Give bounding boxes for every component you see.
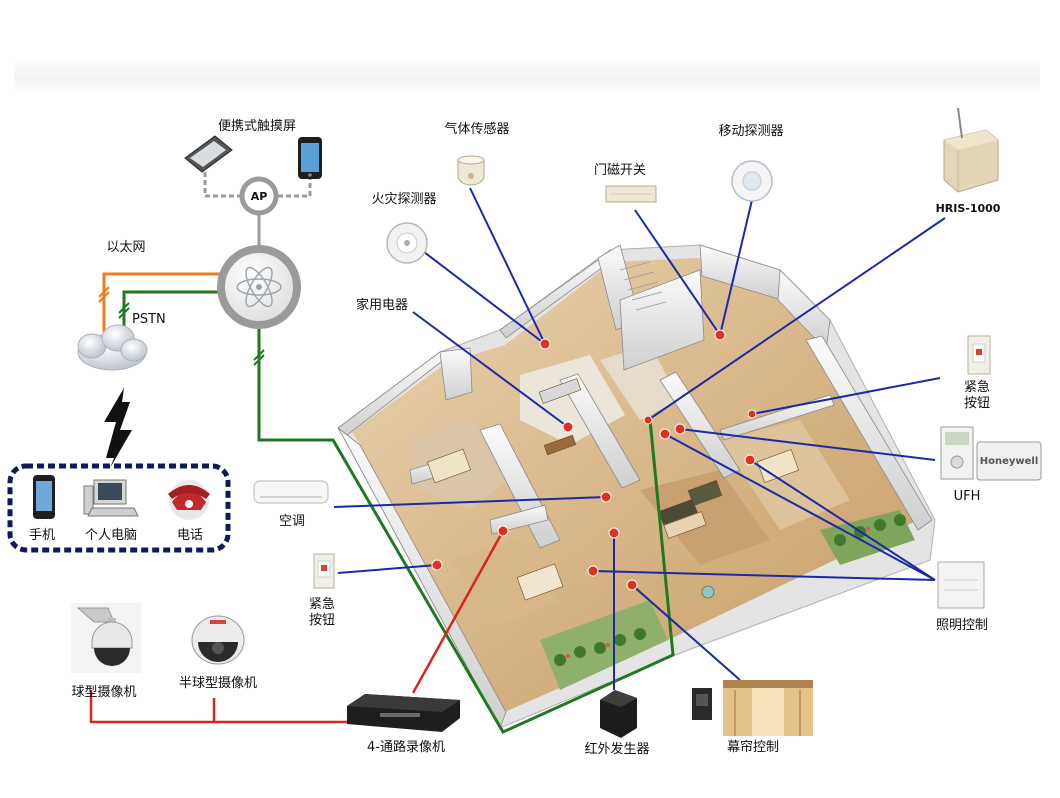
ufh-label: UFH: [953, 489, 981, 504]
lighting-label: 照明控制: [935, 618, 989, 633]
dome-camera-label: 球型摄像机: [71, 685, 137, 700]
tablet-icon: [184, 135, 233, 173]
phone-label: 电话: [176, 528, 204, 543]
honeywell-logo: Honeywell: [979, 456, 1039, 467]
device-dots: [431, 329, 757, 591]
half-dome-camera-label: 半球型摄像机: [178, 676, 258, 691]
dome-camera-icon: [71, 603, 141, 673]
hris-controller-icon: [943, 107, 999, 193]
ap-node: [239, 176, 279, 216]
air-conditioner-icon: [253, 480, 329, 504]
gas-sensor-icon: [457, 155, 485, 186]
pc-icon: [83, 479, 139, 517]
appliance-label: 家用电器: [355, 298, 409, 313]
dvr-label: 4-通路录像机: [367, 740, 445, 755]
door-switch-label: 门磁开关: [593, 163, 647, 178]
emergency-left-label-2: 按钮: [308, 613, 336, 628]
lighting-control-icon: [937, 561, 985, 609]
curtain-control-icon: [692, 680, 813, 736]
emergency-left-label-1: 紧急: [308, 597, 336, 612]
dvr-recorder-icon: [347, 694, 460, 732]
hris-label: HRIS-1000: [935, 202, 1001, 215]
ufh-thermostat-icon: [940, 426, 1042, 481]
curtain-label: 幕帘控制: [726, 740, 780, 755]
network-links: [89, 172, 946, 734]
telephone-icon: [168, 480, 210, 520]
ir-emitter-label: 红外发生器: [584, 742, 650, 757]
aircon-label: 空调: [278, 514, 306, 529]
door-switch-icon: [605, 185, 657, 203]
gas-sensor-label: 气体传感器: [444, 122, 510, 137]
terminal-group-box: [7, 463, 231, 553]
ir-emitter-icon: [600, 690, 637, 738]
motion-detector-label: 移动探测器: [718, 124, 784, 139]
cloud-icon: [77, 324, 148, 371]
emergency-button-right-icon: [967, 335, 991, 375]
ethernet-label: 以太网: [106, 240, 146, 255]
pstn-label: PSTN: [132, 312, 166, 327]
mobile-phone-icon: [33, 475, 55, 519]
ap-label: AP: [250, 190, 268, 203]
pc-label: 个人电脑: [84, 528, 138, 543]
header-band: [14, 58, 1040, 92]
touchscreen-label: 便携式触摸屏: [217, 119, 297, 134]
motion-detector-icon: [731, 160, 773, 202]
emergency-right-label-1: 紧急: [963, 380, 991, 395]
lightning-icon: [104, 388, 132, 468]
mobile-label: 手机: [28, 528, 56, 543]
fire-detector-icon: [386, 222, 428, 264]
emergency-right-label-2: 按钮: [963, 396, 991, 411]
smartphone-icon: [298, 137, 322, 179]
half-dome-camera-icon: [191, 615, 245, 665]
fire-detector-label: 火灾探测器: [371, 192, 437, 207]
house-floorplan: [337, 244, 936, 729]
emergency-button-left-icon: [313, 553, 335, 589]
controller-hub-icon: [217, 245, 301, 329]
